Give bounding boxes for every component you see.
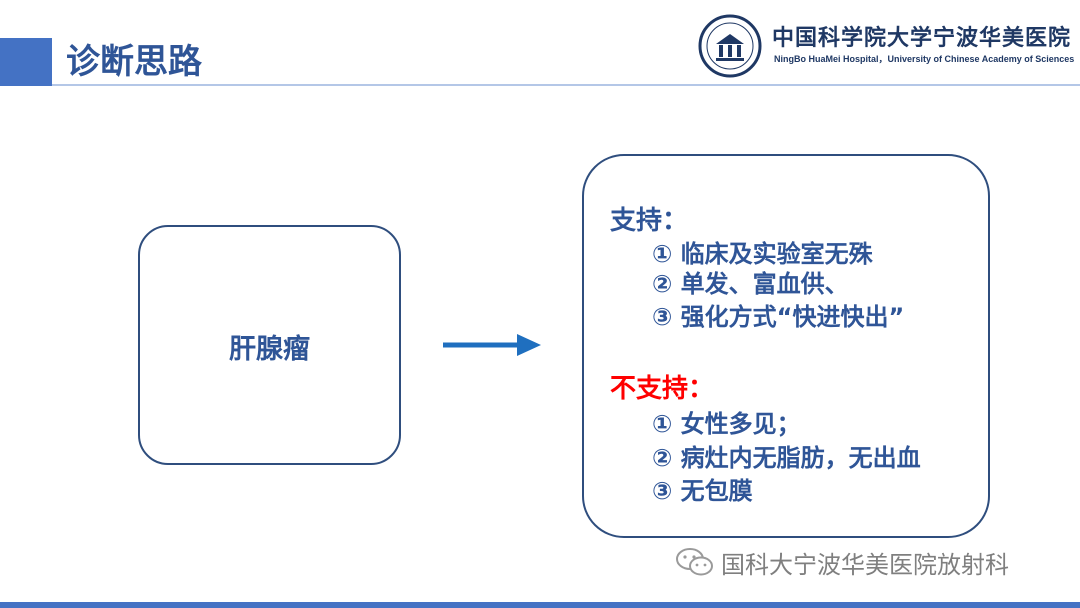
support-item: ② 单发、富血供、	[652, 270, 849, 298]
hospital-name-cn: 中国科学院大学宁波华美医院	[772, 25, 1072, 51]
watermark-text: 国科大宁波华美医院放射科	[721, 550, 1009, 579]
support-item: ① 临床及实验室无殊	[652, 240, 873, 268]
support-item: ③ 强化方式“快进快出”	[652, 303, 905, 331]
footer-bar	[0, 602, 1080, 608]
against-item: ② 病灶内无脂肪，无出血	[652, 444, 921, 472]
against-item: ③ 无包膜	[652, 477, 753, 505]
arrow-right-icon	[443, 334, 541, 356]
diagnosis-node-label: 肝腺瘤	[229, 334, 310, 365]
evidence-node: 支持： ① 临床及实验室无殊 ② 单发、富血供、 ③ 强化方式“快进快出” 不支…	[582, 154, 990, 538]
against-item: ① 女性多见；	[652, 410, 801, 438]
watermark: 国科大宁波华美医院放射科	[675, 545, 1009, 579]
hospital-name-en: NingBo HuaMei Hospital，University of Chi…	[774, 54, 1075, 64]
against-heading: 不支持：	[610, 374, 715, 404]
hospital-logo-icon	[698, 14, 762, 78]
support-heading: 支持：	[610, 206, 689, 236]
header-accent-block	[0, 38, 52, 86]
page-title: 诊断思路	[66, 42, 202, 82]
wechat-icon	[676, 548, 713, 576]
header-divider	[52, 84, 1080, 86]
diagnosis-node: 肝腺瘤	[138, 225, 401, 465]
